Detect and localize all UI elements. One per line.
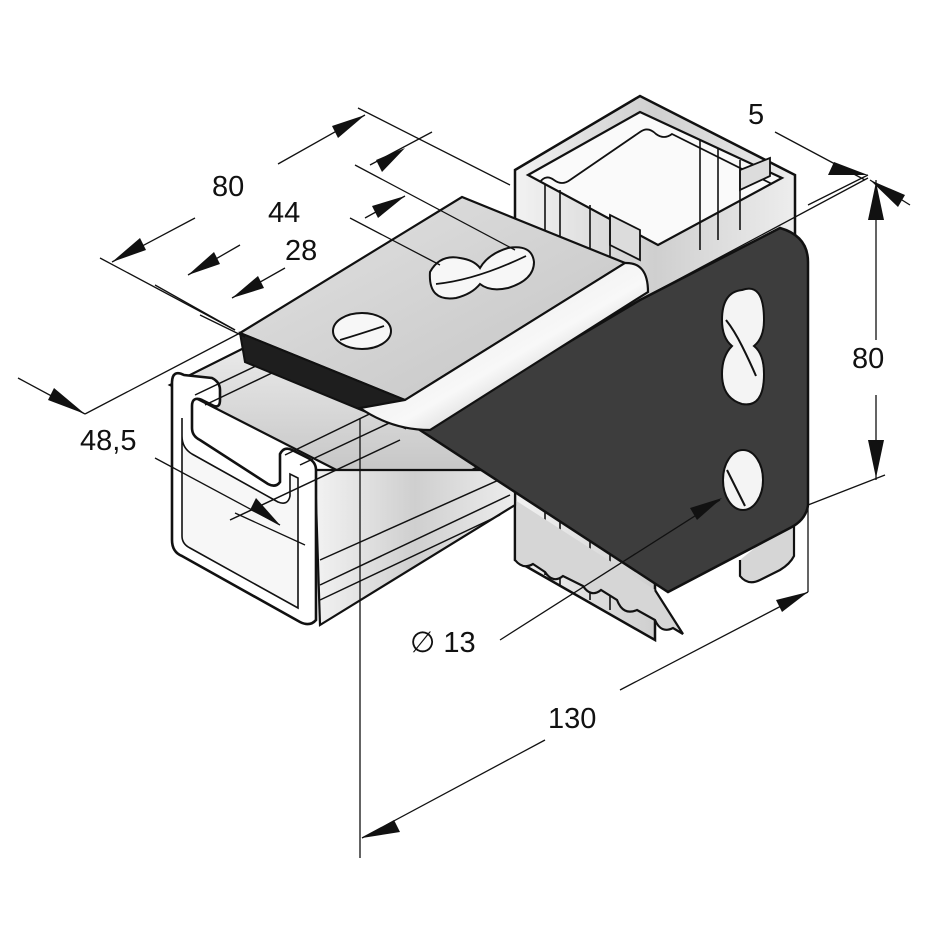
angle-bracket — [237, 195, 810, 594]
dim-diameter-13: ∅ 13 — [410, 627, 476, 659]
bracket-bend — [357, 261, 650, 432]
vertical-channel-bottom — [513, 500, 684, 635]
dim-28: 28 — [285, 235, 317, 267]
dim-5: 5 — [748, 99, 764, 131]
dim-48-5: 48,5 — [80, 425, 136, 457]
bracket-top-hole — [332, 312, 392, 350]
dim-130: 130 — [548, 703, 596, 735]
bracket-vertical-hole — [722, 449, 764, 511]
dim-80-top: 80 — [212, 171, 244, 203]
dim-44: 44 — [268, 197, 300, 229]
bracket-top-slot — [428, 246, 536, 300]
bracket-vertical-plate — [417, 226, 810, 594]
horizontal-channel-side — [313, 468, 517, 627]
bracket-vertical-slot — [720, 287, 766, 406]
dim-80-right: 80 — [852, 343, 884, 375]
dimension-labels: 80 44 28 48,5 5 80 ∅ 13 130 — [80, 99, 884, 735]
dimension-arrows — [48, 115, 905, 838]
